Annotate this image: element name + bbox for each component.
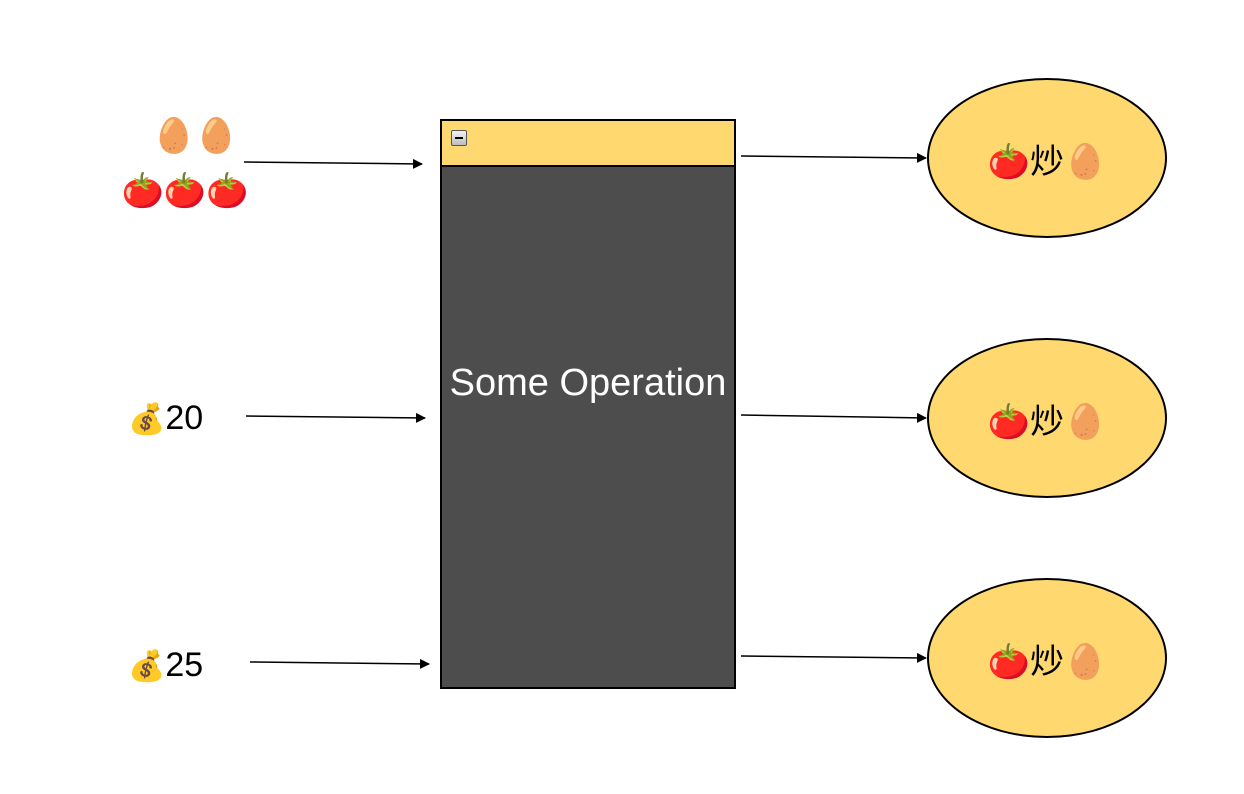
arrow-money20-to-operation	[245, 412, 426, 423]
output-dish-label: 🍅炒🥚	[987, 141, 1107, 182]
arrow-operation-to-output-2	[740, 412, 927, 423]
output-dish-3: 🍅炒🥚	[927, 578, 1167, 738]
input-money-20: 💰20	[128, 398, 248, 440]
arrow-operation-to-output-1	[740, 152, 927, 163]
arrow-money25-to-operation	[249, 658, 430, 669]
money-value: 20	[165, 399, 204, 437]
arrow-operation-to-output-3	[740, 652, 927, 663]
operation-header[interactable]	[442, 121, 734, 167]
collapse-icon[interactable]	[451, 130, 467, 146]
output-dish-label: 🍅炒🥚	[987, 401, 1107, 442]
output-dish-2: 🍅炒🥚	[927, 338, 1167, 498]
money-bag-icon: 💰	[128, 402, 166, 437]
money-bag-icon: 💰	[128, 649, 166, 684]
operation-container[interactable]: Some Operation	[440, 119, 736, 689]
input-money-25: 💰25	[128, 645, 248, 687]
operation-label: Some Operation	[449, 362, 727, 404]
input-eggs: 🥚🥚	[152, 116, 238, 156]
output-dish-1: 🍅炒🥚	[927, 78, 1167, 238]
input-tomatoes: 🍅🍅🍅	[121, 171, 249, 211]
arrow-ingredients-to-operation	[243, 158, 423, 169]
output-dish-label: 🍅炒🥚	[987, 641, 1107, 682]
money-value: 25	[165, 646, 204, 684]
